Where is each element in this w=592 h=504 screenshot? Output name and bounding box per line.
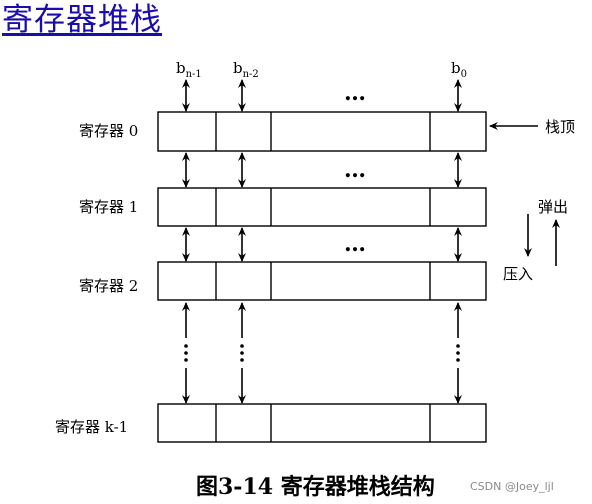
vertical-ellipsis-group (184, 344, 460, 362)
register-label-2: 寄存器 2 (79, 277, 138, 295)
register-0 (157, 111, 487, 152)
bit-label-second: bn-2 (233, 59, 259, 80)
register-k-1 (157, 403, 487, 443)
bits-ellipsis: … (344, 157, 366, 183)
register-label-0: 寄存器 0 (79, 122, 138, 140)
bit-label-msb: bn-1 (176, 59, 202, 80)
register-1 (157, 187, 487, 227)
pop-label: 弹出 (538, 198, 568, 216)
figure-caption: 图3-14 寄存器堆栈结构 (196, 474, 435, 500)
page-title[interactable]: 寄存器堆栈 (2, 2, 162, 38)
bits-ellipsis: … (344, 231, 366, 257)
bit-label-lsb: b0 (451, 59, 467, 80)
stack-top-label: 栈顶 (545, 118, 575, 136)
watermark: CSDN @Joey_ljl (470, 480, 554, 493)
register-2 (157, 261, 487, 301)
register-label-k-1: 寄存器 k-1 (55, 418, 128, 436)
push-label: 压入 (503, 265, 533, 283)
register-label-1: 寄存器 1 (79, 198, 138, 216)
bits-ellipsis: … (344, 80, 366, 106)
